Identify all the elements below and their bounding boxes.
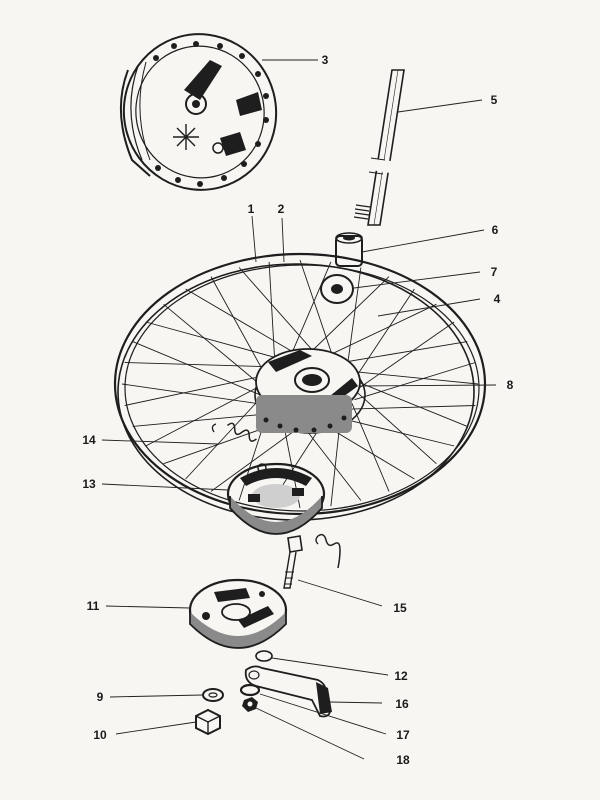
callout-3: 3 xyxy=(322,53,329,67)
spoke xyxy=(356,381,468,427)
callout-15: 15 xyxy=(393,601,407,615)
leader-10 xyxy=(115,721,197,735)
spoke xyxy=(289,261,332,359)
leader-5 xyxy=(397,99,483,113)
leader-16 xyxy=(329,701,383,704)
leader-15 xyxy=(297,579,383,607)
wheel-drawing xyxy=(113,252,487,521)
spoke xyxy=(354,362,476,401)
callout-16: 16 xyxy=(395,697,409,711)
callout-10: 10 xyxy=(93,728,107,742)
callout-7: 7 xyxy=(491,265,498,279)
callout-9: 9 xyxy=(97,690,104,704)
spoke xyxy=(306,276,390,357)
callout-12: 12 xyxy=(394,669,408,683)
spoke xyxy=(357,321,455,390)
callout-labels: 1 2 3 4 5 6 7 8 9 10 11 12 13 14 15 16 1… xyxy=(82,53,513,767)
spoke xyxy=(132,341,260,395)
callout-17: 17 xyxy=(396,728,410,742)
spoke xyxy=(345,405,476,410)
brake-shoes-drawing xyxy=(226,462,326,535)
lever-nut-drawing xyxy=(242,697,258,712)
axle-drawing xyxy=(353,69,405,226)
spoke xyxy=(185,288,301,357)
spoke xyxy=(268,261,276,365)
brake-plate-drawing xyxy=(188,578,288,649)
lever-washer-drawing xyxy=(239,683,261,697)
callout-1: 1 xyxy=(248,202,255,216)
callout-6: 6 xyxy=(492,223,499,237)
leader-4 xyxy=(377,298,481,317)
spoke xyxy=(350,370,479,385)
spoke xyxy=(132,412,277,427)
spoke xyxy=(121,383,266,406)
callout-4: 4 xyxy=(494,292,501,306)
callout-18: 18 xyxy=(396,753,410,767)
spoke xyxy=(357,392,437,465)
spoke xyxy=(323,303,437,359)
callout-14: 14 xyxy=(82,433,96,447)
leader-1 xyxy=(251,215,257,263)
hex-nut-drawing xyxy=(195,708,221,736)
spoke xyxy=(145,386,259,447)
leader-9 xyxy=(109,694,203,698)
leader-11 xyxy=(105,605,191,609)
brake-cam-drawing xyxy=(283,535,303,589)
spoke xyxy=(346,267,362,369)
leader-2 xyxy=(281,217,285,263)
leader-lines xyxy=(101,59,497,760)
leader-6 xyxy=(361,229,485,253)
callout-13: 13 xyxy=(82,477,96,491)
leader-7 xyxy=(353,271,481,289)
callout-8: 8 xyxy=(507,378,514,392)
spring-drawing xyxy=(211,422,257,442)
leader-18 xyxy=(255,707,365,760)
spoke xyxy=(355,288,415,379)
leader-13 xyxy=(101,483,229,491)
leader-14 xyxy=(101,439,219,445)
brake-lever-drawing xyxy=(244,665,332,718)
spoke xyxy=(331,415,455,447)
bearing-drawing xyxy=(320,274,354,304)
callout-11: 11 xyxy=(87,599,100,613)
callout-5: 5 xyxy=(491,93,498,107)
return-spring-drawing xyxy=(315,533,341,569)
leader-8 xyxy=(359,384,497,387)
callout-2: 2 xyxy=(278,202,285,216)
leader-12 xyxy=(271,657,389,676)
spoke xyxy=(299,259,335,361)
spoke xyxy=(210,276,265,373)
spoke xyxy=(351,403,390,492)
axle-nut-drawing xyxy=(335,232,363,267)
spoke xyxy=(145,321,285,361)
spoke xyxy=(124,375,262,406)
spoke xyxy=(124,362,271,368)
spoke xyxy=(238,267,319,357)
washer-drawing xyxy=(255,650,273,662)
leader-17 xyxy=(259,693,387,735)
spoke xyxy=(339,341,468,364)
washer-9-drawing xyxy=(202,688,224,702)
spoke xyxy=(185,397,261,480)
hub-assembly-drawing xyxy=(119,33,278,191)
spoke xyxy=(163,303,259,384)
